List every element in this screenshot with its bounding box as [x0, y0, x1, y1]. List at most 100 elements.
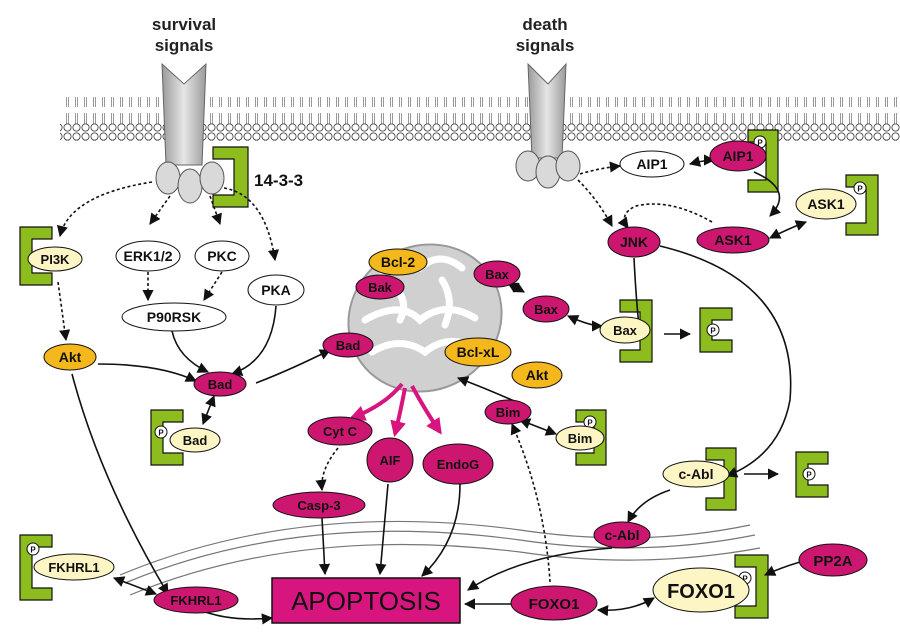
survival-receptor: [155, 62, 225, 204]
node-pp2a: PP2A: [798, 543, 868, 577]
node-p90rsk: P90RSK: [121, 302, 227, 332]
node-endog: EndoG: [422, 443, 494, 485]
survival-signals-label-2: signals: [155, 36, 214, 55]
node-fkhrl1-bound: FKHRL1: [33, 553, 115, 581]
node-bcl2: Bcl-2: [368, 248, 428, 276]
death-signals-label-1: death: [522, 15, 567, 34]
node-bim-bound: Bim: [555, 425, 605, 451]
svg-text:EndoG: EndoG: [437, 457, 480, 472]
svg-text:AIP1: AIP1: [722, 148, 753, 164]
svg-text:AIF: AIF: [380, 453, 401, 468]
svg-text:Bad: Bad: [183, 433, 208, 448]
node-pka: PKA: [247, 274, 305, 306]
node-pkc: PKC: [194, 240, 250, 272]
p-marker-bax-empty: P: [706, 323, 720, 337]
node-ask1-p: ASK1: [795, 188, 857, 220]
svg-text:FOXO1: FOXO1: [667, 581, 735, 603]
p-marker-fkhrl1: P: [26, 542, 40, 556]
node-pi3k: PI3K: [27, 246, 83, 272]
svg-text:Bad: Bad: [208, 377, 233, 392]
fourteen33-label: 14-3-3: [254, 171, 303, 190]
node-casp3: Casp-3: [272, 491, 366, 519]
node-akt-left: Akt: [43, 343, 97, 371]
svg-text:JNK: JNK: [620, 234, 648, 250]
svg-text:Bim: Bim: [496, 405, 521, 420]
bax-bracket: [619, 299, 653, 363]
node-bad-bound: Bad: [169, 427, 221, 453]
node-fkhrl1: FKHRL1: [153, 586, 239, 614]
survival-signals-label-1: survival: [152, 15, 216, 34]
node-cabl: c-Abl: [593, 521, 651, 549]
apoptosis-box: APOPTOSIS: [271, 577, 461, 624]
p-marker-bim: P: [583, 415, 597, 429]
nuclear-envelope: [119, 520, 751, 576]
svg-text:P: P: [806, 471, 812, 480]
mitochondrial-release-arrows: [349, 382, 442, 438]
svg-text:P: P: [857, 185, 863, 194]
phospho-markers: P P P P P P P P: [26, 135, 867, 585]
svg-text:P: P: [710, 327, 716, 336]
svg-text:Bax: Bax: [534, 302, 559, 317]
svg-text:Bim: Bim: [568, 431, 593, 446]
p-marker-bad: P: [154, 425, 168, 439]
svg-text:P: P: [742, 575, 748, 584]
node-cabl-bound: c-Abl: [662, 460, 730, 488]
svg-text:P90RSK: P90RSK: [147, 309, 201, 325]
svg-text:Akt: Akt: [59, 349, 82, 365]
node-bak: Bak: [355, 274, 405, 300]
svg-text:PKA: PKA: [261, 282, 291, 298]
node-aip1: AIP1: [619, 150, 685, 178]
svg-text:Akt: Akt: [526, 367, 549, 383]
bad-bracket: [150, 409, 184, 466]
node-bad-mito: Bad: [322, 332, 374, 358]
cabl-empty-bracket: [795, 451, 829, 498]
svg-text:Bad: Bad: [336, 338, 361, 353]
node-bim: Bim: [484, 399, 532, 425]
svg-text:P: P: [158, 429, 164, 438]
apoptosis-label: APOPTOSIS: [291, 586, 441, 616]
svg-text:Casp-3: Casp-3: [297, 498, 340, 513]
node-bad-center: Bad: [193, 371, 247, 397]
node-akt-right: Akt: [511, 361, 563, 389]
svg-text:Bcl-2: Bcl-2: [381, 254, 415, 270]
svg-text:Bak: Bak: [368, 280, 393, 295]
svg-text:PP2A: PP2A: [813, 553, 852, 570]
mitochondrion: [347, 243, 503, 393]
pathway-arrows: [56, 154, 808, 625]
node-foxo1: FOXO1: [510, 585, 598, 621]
bim-bracket: [575, 409, 607, 466]
death-receptor: [515, 62, 581, 189]
svg-text:PKC: PKC: [207, 248, 237, 264]
node-cytc: Cyt C: [307, 416, 373, 446]
bax-empty-bracket: [699, 307, 733, 353]
svg-text:FKHRL1: FKHRL1: [170, 593, 221, 608]
node-bax-bound: Bax: [599, 316, 651, 344]
svg-text:ASK1: ASK1: [714, 232, 752, 248]
death-signals-label-2: signals: [516, 36, 575, 55]
node-aip1-p: AIP1: [709, 140, 767, 172]
svg-text:ERK1/2: ERK1/2: [123, 248, 172, 264]
node-aif: AIF: [366, 437, 414, 483]
node-ask1: ASK1: [696, 226, 770, 254]
node-bax-top: Bax: [473, 260, 521, 288]
svg-text:PI3K: PI3K: [41, 252, 71, 267]
svg-text:Bcl-xL: Bcl-xL: [457, 344, 500, 360]
node-foxo1-bound: FOXO1: [652, 567, 750, 613]
svg-text:FKHRL1: FKHRL1: [48, 560, 99, 575]
svg-text:ASK1: ASK1: [807, 196, 845, 212]
svg-text:c-Abl: c-Abl: [605, 527, 640, 543]
node-bax-mid: Bax: [522, 295, 570, 323]
svg-text:c-Abl: c-Abl: [679, 466, 714, 482]
svg-text:P: P: [587, 419, 593, 428]
svg-text:Cyt C: Cyt C: [323, 424, 358, 439]
svg-text:FOXO1: FOXO1: [529, 596, 580, 613]
svg-text:P: P: [30, 546, 36, 555]
node-bclxl: Bcl-xL: [444, 337, 512, 367]
svg-text:AIP1: AIP1: [636, 156, 667, 172]
fourteen33-bracket: [212, 146, 249, 208]
svg-text:Bax: Bax: [613, 323, 638, 338]
pi3k-bracket: [19, 226, 53, 286]
p-marker-cabl-empty: P: [802, 467, 816, 481]
node-jnk: JNK: [607, 226, 661, 258]
